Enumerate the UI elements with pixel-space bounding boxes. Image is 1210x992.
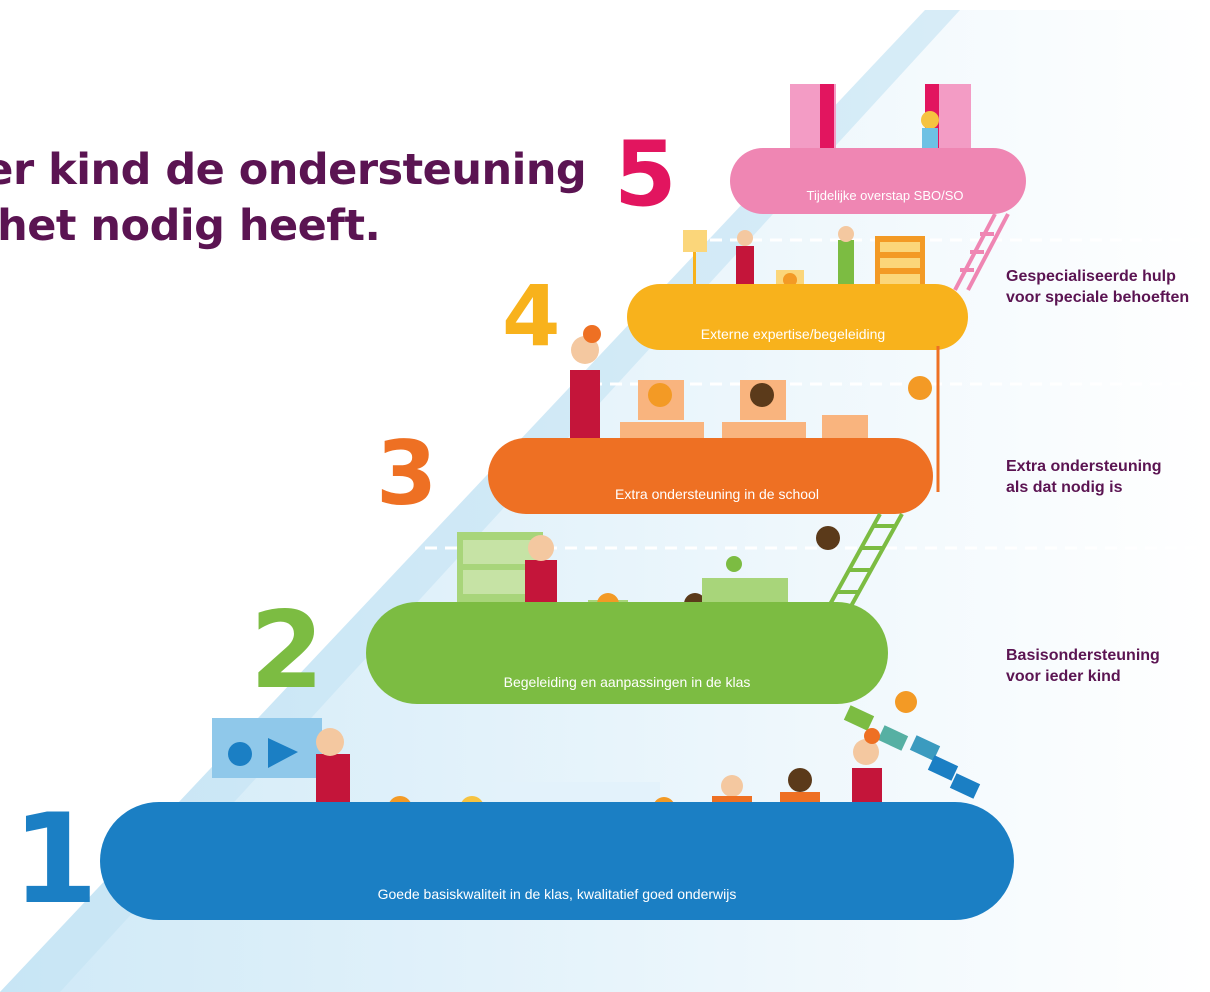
level-3-caption: Extra ondersteuning in de school [615,486,819,502]
level-1-caption: Goede basiskwaliteit in de klas, kwalita… [377,886,737,902]
level-4-number: 4 [502,267,561,365]
level-1-number: 1 [12,788,99,932]
level-5-platform [730,148,1026,214]
headline-line-1: der kind de ondersteuning [0,145,587,195]
level-2-caption: Begeleiding en aanpassingen in de klas [503,674,751,690]
side-label-line-1: Extra ondersteuning [1006,458,1162,475]
separator-lines [385,238,1210,550]
headline-line-2: e het nodig heeft. [0,201,381,251]
page-headline: der kind de ondersteuning e het nodig he… [0,142,587,254]
side-label-line-1: Basisondersteuning [1006,647,1160,664]
ladder-2-3 [816,513,904,609]
side-label-specialized-help: Gespecialiseerde hulp voor speciale beho… [1006,266,1189,308]
level-3-number: 3 [376,422,438,525]
level-5-caption: Tijdelijke overstap SBO/SO [806,188,964,203]
side-label-extra-support: Extra ondersteuning als dat nodig is [1006,456,1162,498]
level-4-scene [683,226,925,294]
ladder-3-4 [908,346,940,492]
side-label-line-2: voor ieder kind [1006,668,1121,685]
level-2-number: 2 [250,589,324,712]
side-label-line-1: Gespecialiseerde hulp [1006,268,1176,285]
level-4-caption: Externe expertise/begeleiding [700,326,886,342]
side-label-line-2: als dat nodig is [1006,479,1123,496]
ladder-4-5 [953,213,1010,291]
hopscotch-tiles [843,691,981,799]
level-3-platform [488,438,933,514]
level-2-platform [366,602,888,704]
side-label-basic-support: Basisondersteuning voor ieder kind [1006,645,1160,687]
level-4-platform [627,284,968,350]
side-label-line-2: voor speciale behoeften [1006,289,1190,306]
level-1-platform [100,802,1014,920]
level-5-number: 5 [614,122,677,227]
